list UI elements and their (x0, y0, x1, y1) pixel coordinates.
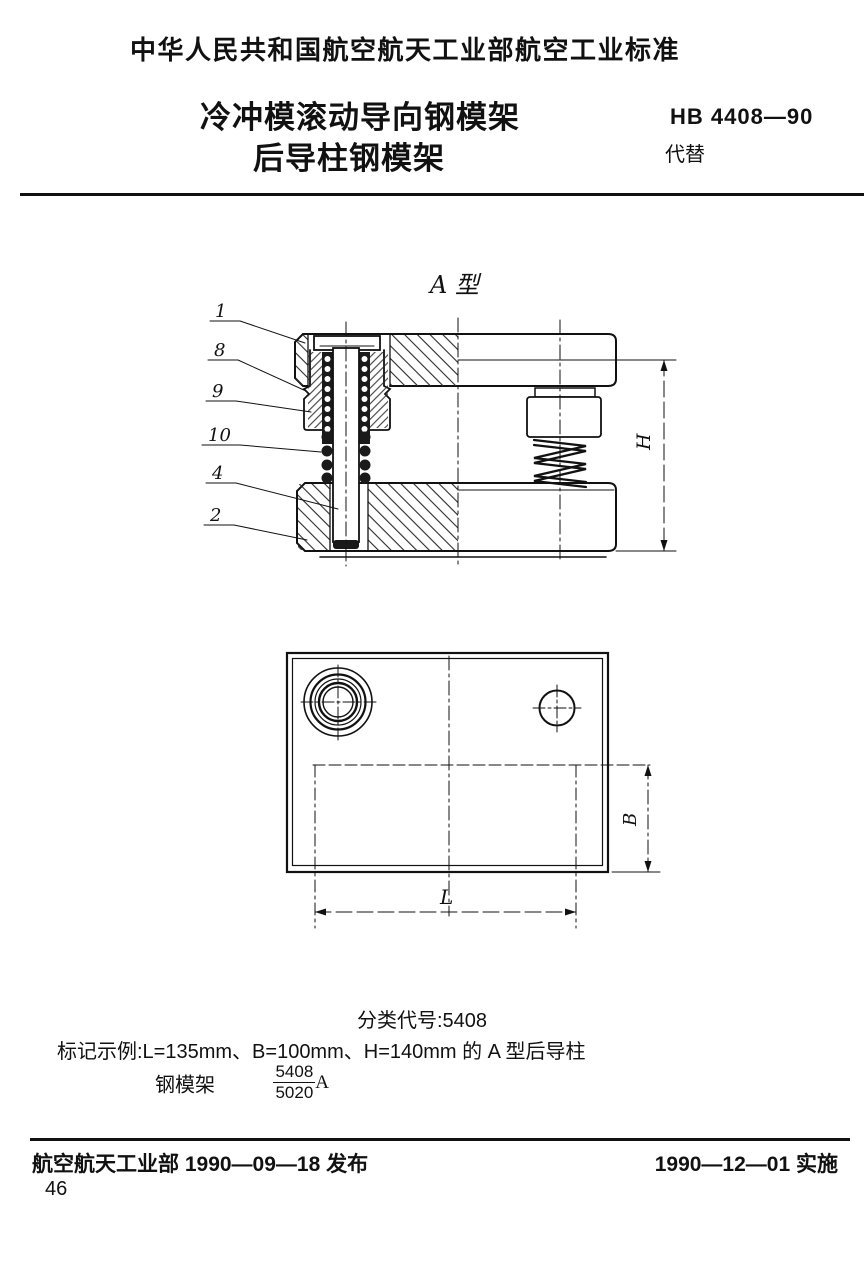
standard-org-heading: 中华人民共和国航空航天工业部航空工业标准 (130, 35, 681, 65)
part-label-10: 10 (208, 425, 231, 446)
footer-effective-date: 1990—12—01 实施 (654, 1153, 838, 1176)
part-label-9: 9 (212, 381, 223, 402)
marking-example-prefix: 钢模架 (155, 1074, 215, 1097)
plate-outline (285, 651, 610, 874)
view-type-label: A 型 (428, 271, 482, 299)
marking-example-suffix: A (315, 1071, 330, 1093)
supersedes-label: 代替 (665, 144, 705, 166)
secondary-hole (532, 684, 582, 733)
footer-divider-rule (30, 1138, 850, 1141)
standard-number: HB 4408—90 (670, 104, 814, 129)
part-label-8: 8 (214, 340, 225, 361)
ball-retainer-cage (322, 352, 370, 444)
designation-fraction: 5408 5020 (273, 1062, 316, 1104)
dim-h-label: H (633, 433, 655, 451)
post-spring (321, 431, 371, 484)
part-label-1: 1 (215, 301, 226, 322)
marking-example-line2: 钢模架 5408 5020 A (155, 1062, 329, 1104)
page-number: 46 (45, 1178, 68, 1200)
centerlines (345, 317, 561, 567)
part-label-4: 4 (211, 463, 223, 484)
document-title-line2: 后导柱钢模架 (253, 141, 445, 176)
dim-b-label: B (620, 813, 641, 827)
dimension-l: L (314, 885, 577, 916)
guide-post-bore (300, 664, 377, 741)
part-label-2: 2 (209, 505, 221, 526)
dimension-b: B (611, 764, 661, 873)
marking-example-line1: 标记示例:L=135mm、B=100mm、H=140mm 的 A 型后导柱 (57, 1041, 586, 1063)
technical-drawing: A 型 (201, 271, 677, 929)
fraction-denominator: 5020 (275, 1083, 314, 1103)
document-title-line1: 冷冲模滚动导向钢模架 (200, 100, 520, 135)
section-view: A 型 (201, 271, 677, 567)
dimension-h: H (615, 359, 677, 552)
part-callouts: 1 8 9 10 4 2 (201, 301, 339, 541)
dim-l-label: L (439, 885, 453, 909)
footer-issued-by: 航空航天工业部 1990—09—18 发布 (32, 1153, 369, 1176)
fraction-numerator: 5408 (273, 1062, 316, 1084)
stop-block-and-spring (526, 387, 602, 489)
plan-view: L B (285, 651, 661, 929)
upper-die-plate (294, 333, 677, 387)
plan-centerlines (312, 655, 651, 929)
lower-die-plate (296, 482, 617, 558)
classification-code: 分类代号:5408 (357, 1010, 488, 1032)
header-divider-rule (20, 193, 864, 196)
